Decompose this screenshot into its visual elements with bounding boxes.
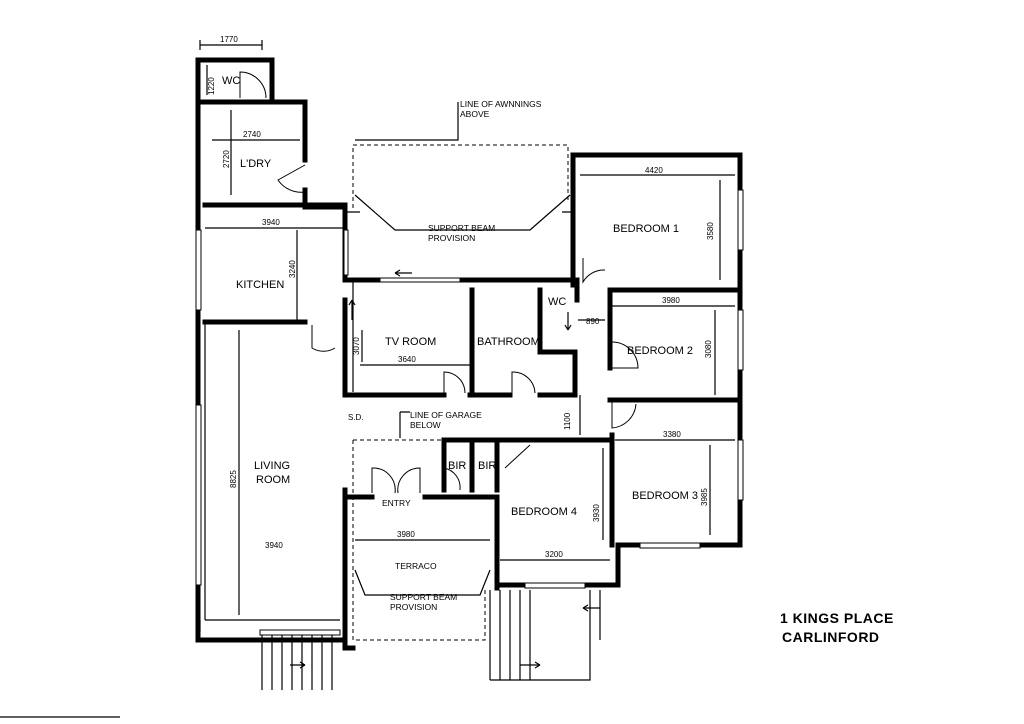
dimension-lines bbox=[199, 40, 721, 615]
dim-hall-height: 1100 bbox=[563, 412, 572, 430]
dim-bed1-height: 3580 bbox=[706, 222, 715, 240]
thin-lines bbox=[199, 174, 735, 632]
title-line1: 1 KINGS PLACE bbox=[780, 610, 894, 626]
room-label-bedroom4: BEDROOM 4 bbox=[511, 506, 577, 518]
dim-bed3-height: 3985 bbox=[700, 488, 709, 506]
stairs bbox=[261, 590, 601, 690]
room-label-living-1: LIVING bbox=[254, 460, 290, 472]
dim-bed4-height: 3930 bbox=[592, 504, 601, 522]
notes: LINE OF AWNNINGS ABOVE SUPPORT BEAM PROV… bbox=[390, 99, 542, 612]
room-label-wc-top: WC bbox=[222, 75, 240, 87]
room-label-terrace: TERRACO bbox=[395, 561, 437, 571]
dashed-lines bbox=[352, 144, 569, 641]
dim-kitchen-width: 3940 bbox=[262, 218, 280, 227]
dim-living-height: 8825 bbox=[229, 470, 238, 488]
windows bbox=[195, 189, 744, 636]
room-label-bedroom2: BEDROOM 2 bbox=[627, 345, 693, 357]
note-awnings-line1: LINE OF AWNNINGS bbox=[460, 99, 542, 109]
dim-terrace-width: 3980 bbox=[397, 530, 415, 539]
dim-laundry-height: 2720 bbox=[222, 150, 231, 168]
dim-bed2-width: 3980 bbox=[662, 296, 680, 305]
doors bbox=[239, 71, 639, 494]
room-labels: WC L'DRY KITCHEN LIVING ROOM TV ROOM BAT… bbox=[222, 75, 698, 571]
room-label-kitchen: KITCHEN bbox=[236, 279, 284, 291]
dim-wc-height: 1220 bbox=[207, 77, 216, 95]
note-beam-bottom-line1: SUPPORT BEAM bbox=[390, 592, 457, 602]
dim-bed2-height: 3080 bbox=[704, 340, 713, 358]
dim-bed3-width: 3380 bbox=[663, 430, 681, 439]
dim-wc-mid-width: 890 bbox=[586, 317, 600, 326]
plan-title: 1 KINGS PLACE CARLINFORD bbox=[780, 610, 894, 645]
dim-laundry-width: 2740 bbox=[243, 130, 261, 139]
note-beam-top-line2: PROVISION bbox=[428, 233, 475, 243]
room-label-living-2: ROOM bbox=[256, 474, 290, 486]
dim-living-width: 3940 bbox=[265, 541, 283, 550]
room-label-bathroom: BATHROOM bbox=[477, 336, 540, 348]
note-garage-line2: BELOW bbox=[410, 420, 441, 430]
note-beam-top-line1: SUPPORT BEAM bbox=[428, 223, 495, 233]
dim-bed1-width: 4420 bbox=[645, 166, 663, 175]
note-beam-bottom-line2: PROVISION bbox=[390, 602, 437, 612]
note-garage-line1: LINE OF GARAGE bbox=[410, 410, 482, 420]
note-awnings-line2: ABOVE bbox=[460, 109, 490, 119]
dim-tv-width: 3640 bbox=[398, 355, 416, 364]
room-label-bir-1: BIR bbox=[448, 460, 466, 472]
room-label-bedroom1: BEDROOM 1 bbox=[613, 223, 679, 235]
room-label-wc-mid: WC bbox=[548, 296, 566, 308]
dim-wc-width: 1770 bbox=[220, 35, 238, 44]
dim-tv-height: 3070 bbox=[352, 337, 361, 355]
room-label-entry: ENTRY bbox=[382, 498, 411, 508]
room-label-tv-room: TV ROOM bbox=[385, 336, 436, 348]
support-beams bbox=[345, 194, 575, 596]
room-label-bedroom3: BEDROOM 3 bbox=[632, 490, 698, 502]
title-line2: CARLINFORD bbox=[782, 629, 880, 645]
dim-bed4-width: 3200 bbox=[545, 550, 563, 559]
room-label-bir-2: BIR bbox=[478, 460, 496, 472]
room-label-sd: S.D. bbox=[348, 413, 364, 422]
dim-kitchen-height: 3240 bbox=[288, 260, 297, 278]
arrows bbox=[290, 269, 600, 669]
interior-walls bbox=[202, 277, 615, 493]
dimension-texts: 1770 1220 2740 2720 3940 3240 8825 3940 … bbox=[207, 35, 715, 559]
room-label-laundry: L'DRY bbox=[240, 158, 272, 170]
